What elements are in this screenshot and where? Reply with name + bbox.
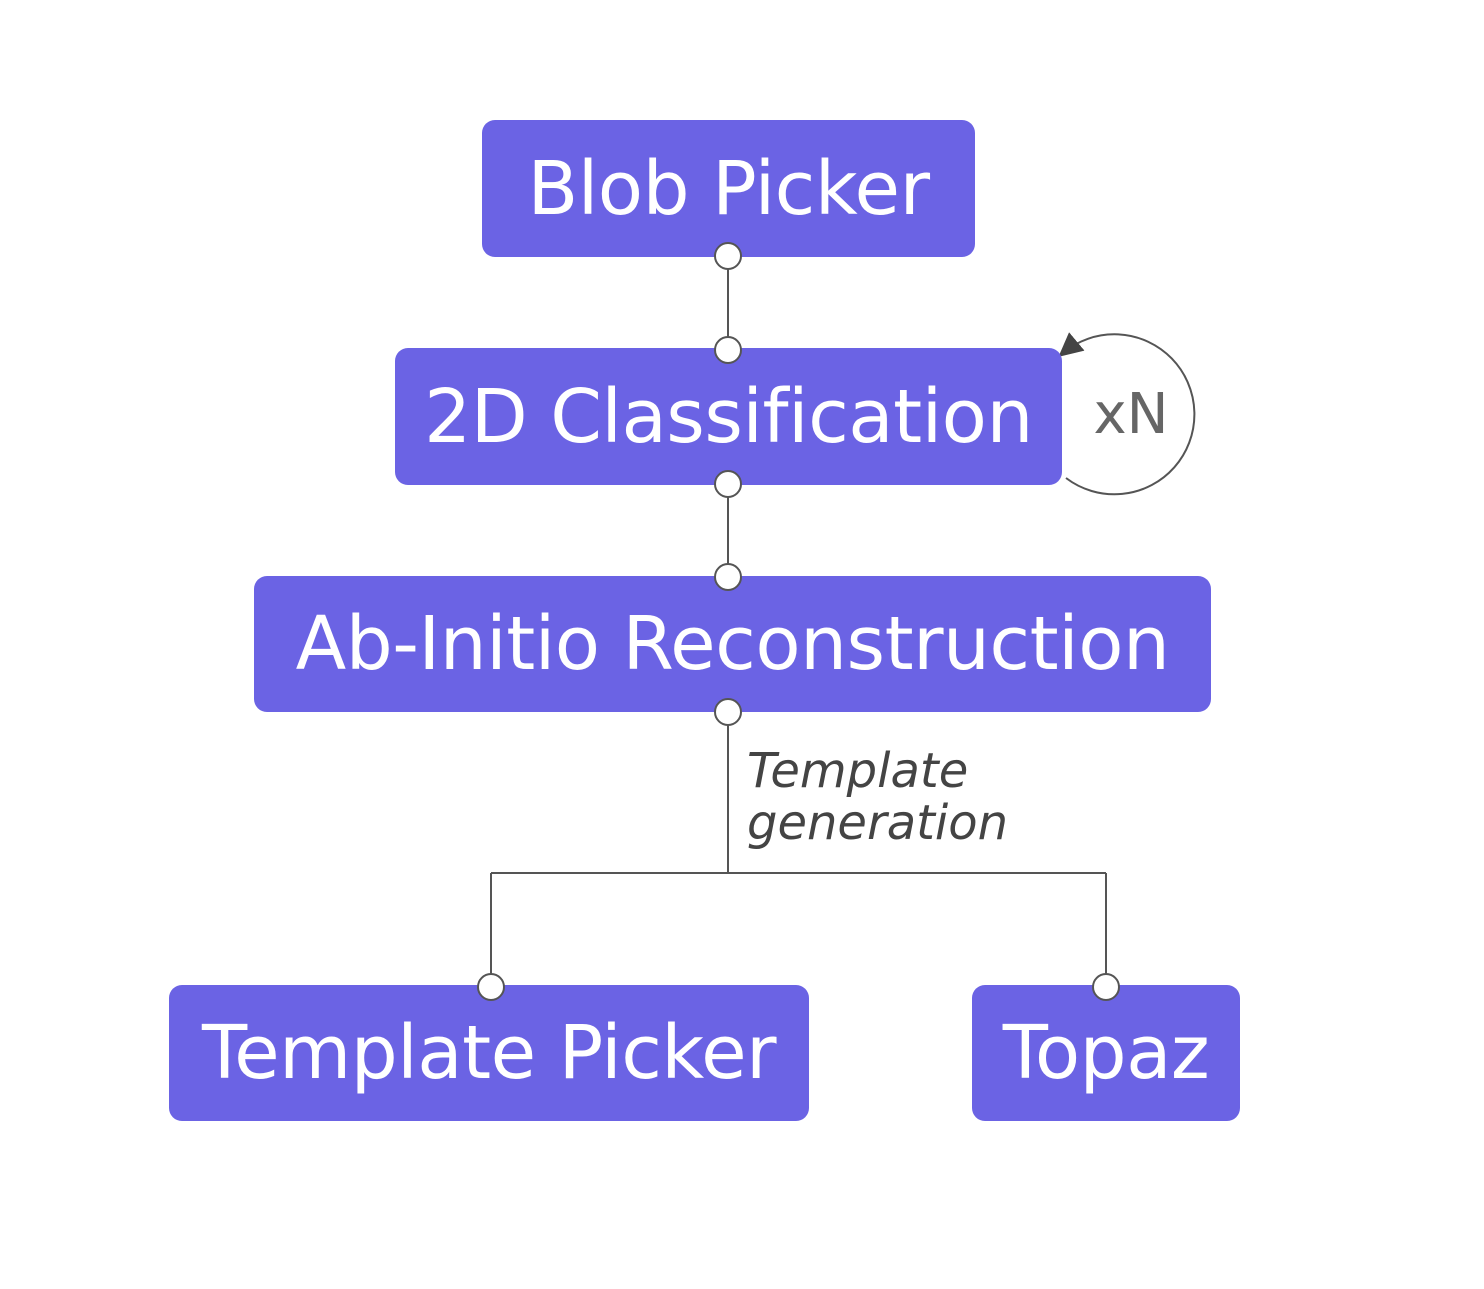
node-template-picker-label: Template Picker — [201, 1010, 777, 1096]
node-blob-picker: Blob Picker — [482, 120, 975, 257]
loop-arrow — [1058, 332, 1196, 496]
node-2d-classification-label: 2D Classification — [424, 373, 1033, 460]
port-template-top — [477, 973, 505, 1001]
node-template-picker: Template Picker — [169, 985, 809, 1121]
edge-label-line-1: Template — [747, 743, 969, 799]
node-topaz: Topaz — [972, 985, 1240, 1121]
port-2d-top — [714, 336, 742, 364]
loop-label: xN — [1093, 382, 1169, 447]
edge-label-template-generation: Template generation — [747, 745, 1067, 849]
port-topaz-top — [1092, 973, 1120, 1001]
port-abinitio-bottom — [714, 698, 742, 726]
node-2d-classification: 2D Classification — [395, 348, 1062, 485]
edge-label-line-2: generation — [747, 795, 1009, 851]
node-ab-initio: Ab-Initio Reconstruction — [254, 576, 1211, 712]
port-2d-bottom — [714, 470, 742, 498]
node-ab-initio-label: Ab-Initio Reconstruction — [295, 601, 1170, 687]
node-blob-picker-label: Blob Picker — [527, 145, 930, 232]
node-topaz-label: Topaz — [1002, 1010, 1210, 1096]
port-blob-bottom — [714, 242, 742, 270]
port-abinitio-top — [714, 563, 742, 591]
